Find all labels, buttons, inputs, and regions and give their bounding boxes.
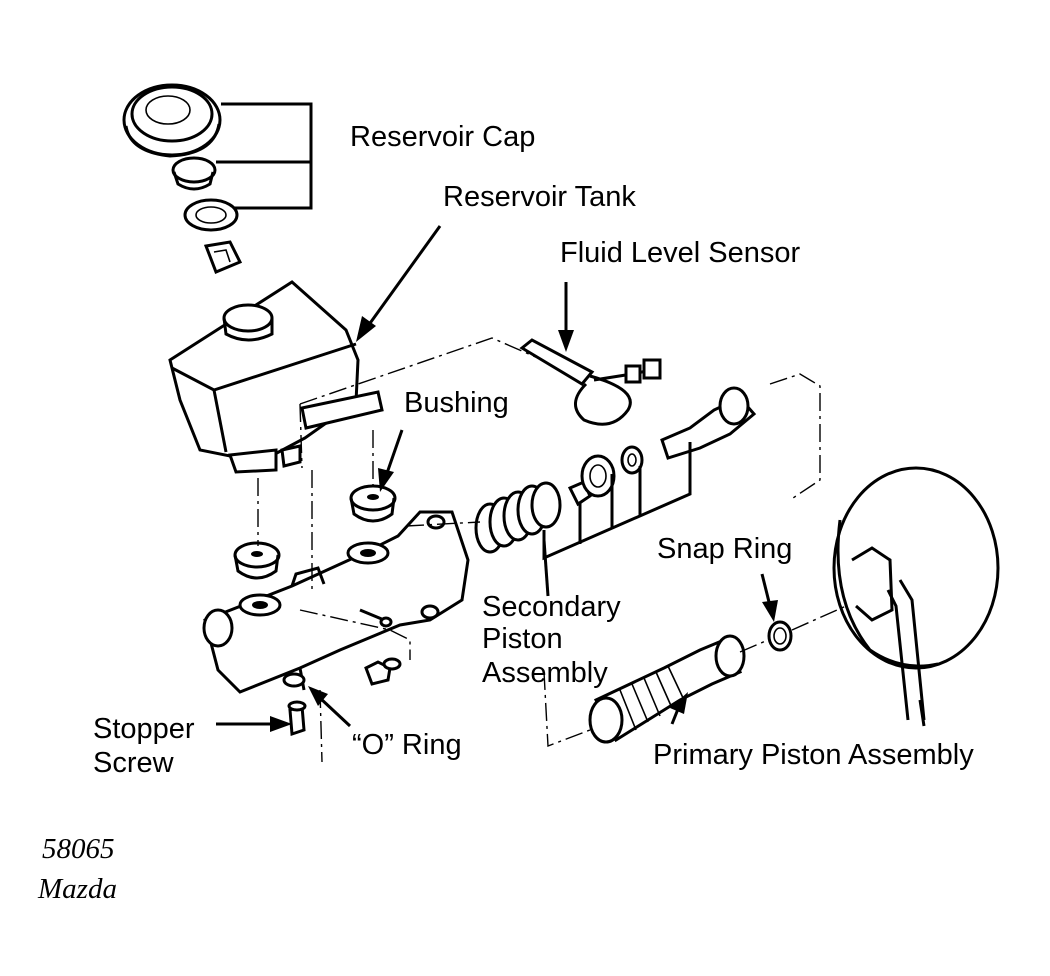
label-stopper-line1: Stopper (93, 713, 195, 745)
secondary-piston-bracket (542, 442, 692, 561)
secondary-piston-parts (567, 386, 757, 507)
bushing-lower (233, 541, 281, 580)
snap-ring-part (767, 620, 793, 652)
brake-booster-part (832, 466, 1000, 721)
fluid-level-sensor-part (519, 338, 662, 426)
bushing-arrow (384, 429, 404, 477)
reservoir-tank-arrow (366, 225, 442, 327)
snap-ring-arrow (760, 573, 772, 607)
caption-make: Mazda (37, 873, 117, 905)
diagram-labels: Reservoir Cap Reservoir Tank Fluid Level… (93, 121, 974, 779)
o-ring-part (282, 672, 306, 688)
cap-strainer (203, 240, 243, 274)
caption-number: 58065 (42, 833, 115, 865)
reservoir-cap-part (122, 83, 222, 158)
body-bolt-and-nuts (359, 608, 402, 686)
label-snap-ring: Snap Ring (657, 533, 792, 565)
secondary-piston-leader (542, 539, 550, 597)
stopper-screw-part (287, 700, 307, 737)
alignment-lines (257, 337, 847, 763)
label-secondary-piston-line1: Secondary (482, 591, 621, 623)
cap-seal-ring (183, 198, 239, 232)
label-reservoir-tank: Reservoir Tank (443, 181, 636, 213)
reservoir-cap-bracket (216, 102, 313, 210)
figure-caption: 58065 Mazda (37, 833, 117, 905)
secondary-piston-spring (474, 481, 562, 554)
reservoir-cap-parts (122, 83, 313, 274)
label-secondary-piston-line2: Piston (482, 623, 563, 655)
primary-piston-part (588, 634, 746, 744)
label-reservoir-cap: Reservoir Cap (350, 121, 535, 153)
o-ring-arrow (318, 696, 352, 728)
cap-inner-plug (171, 156, 217, 191)
booster-pushrod-leader (918, 699, 926, 727)
label-stopper-line2: Screw (93, 747, 175, 779)
leader-arrows (216, 225, 926, 732)
label-fluid-level-sensor: Fluid Level Sensor (560, 237, 801, 269)
label-primary-piston: Primary Piston Assembly (653, 739, 974, 771)
bushing-upper (349, 484, 397, 523)
reservoir-tank-part (168, 280, 384, 474)
label-secondary-piston-line3: Assembly (482, 657, 608, 689)
label-o-ring: “O” Ring (352, 729, 462, 761)
master-cylinder-body (202, 510, 470, 694)
label-bushing: Bushing (404, 387, 509, 419)
